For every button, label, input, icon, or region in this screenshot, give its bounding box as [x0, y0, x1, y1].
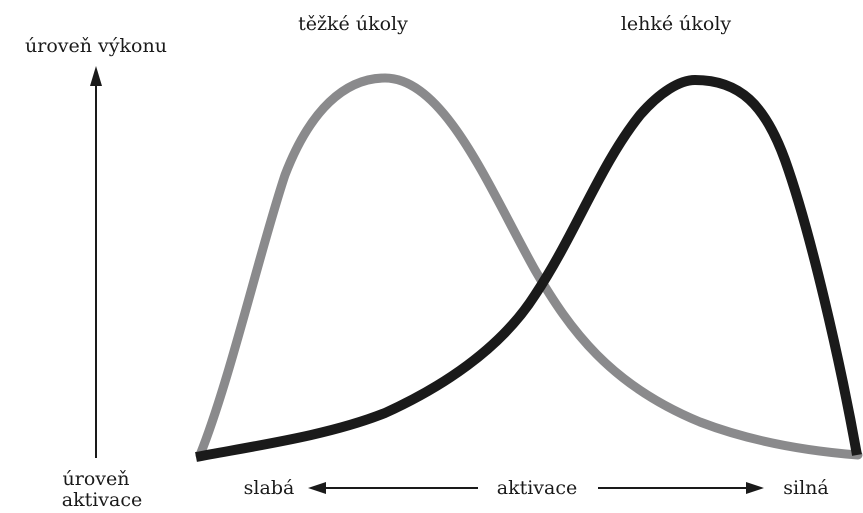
hard-tasks-label: těžké úkoly: [298, 13, 408, 35]
x-axis-label-line1: úroveň: [63, 468, 130, 490]
right-arrowhead: [746, 482, 764, 494]
low-activation-label: slabá: [244, 477, 295, 499]
easy-tasks-curve: [195, 74, 862, 462]
high-activation-label: silná: [783, 477, 828, 499]
x-axis-label-line2: aktivace: [62, 489, 143, 511]
y-axis-arrowhead: [90, 66, 102, 86]
activation-label: aktivace: [497, 477, 578, 499]
easy-tasks-label: lehké úkoly: [621, 13, 732, 35]
hard-tasks-curve: [195, 73, 863, 460]
left-arrowhead: [308, 482, 326, 494]
y-axis-label: úroveň výkonu: [25, 35, 167, 57]
